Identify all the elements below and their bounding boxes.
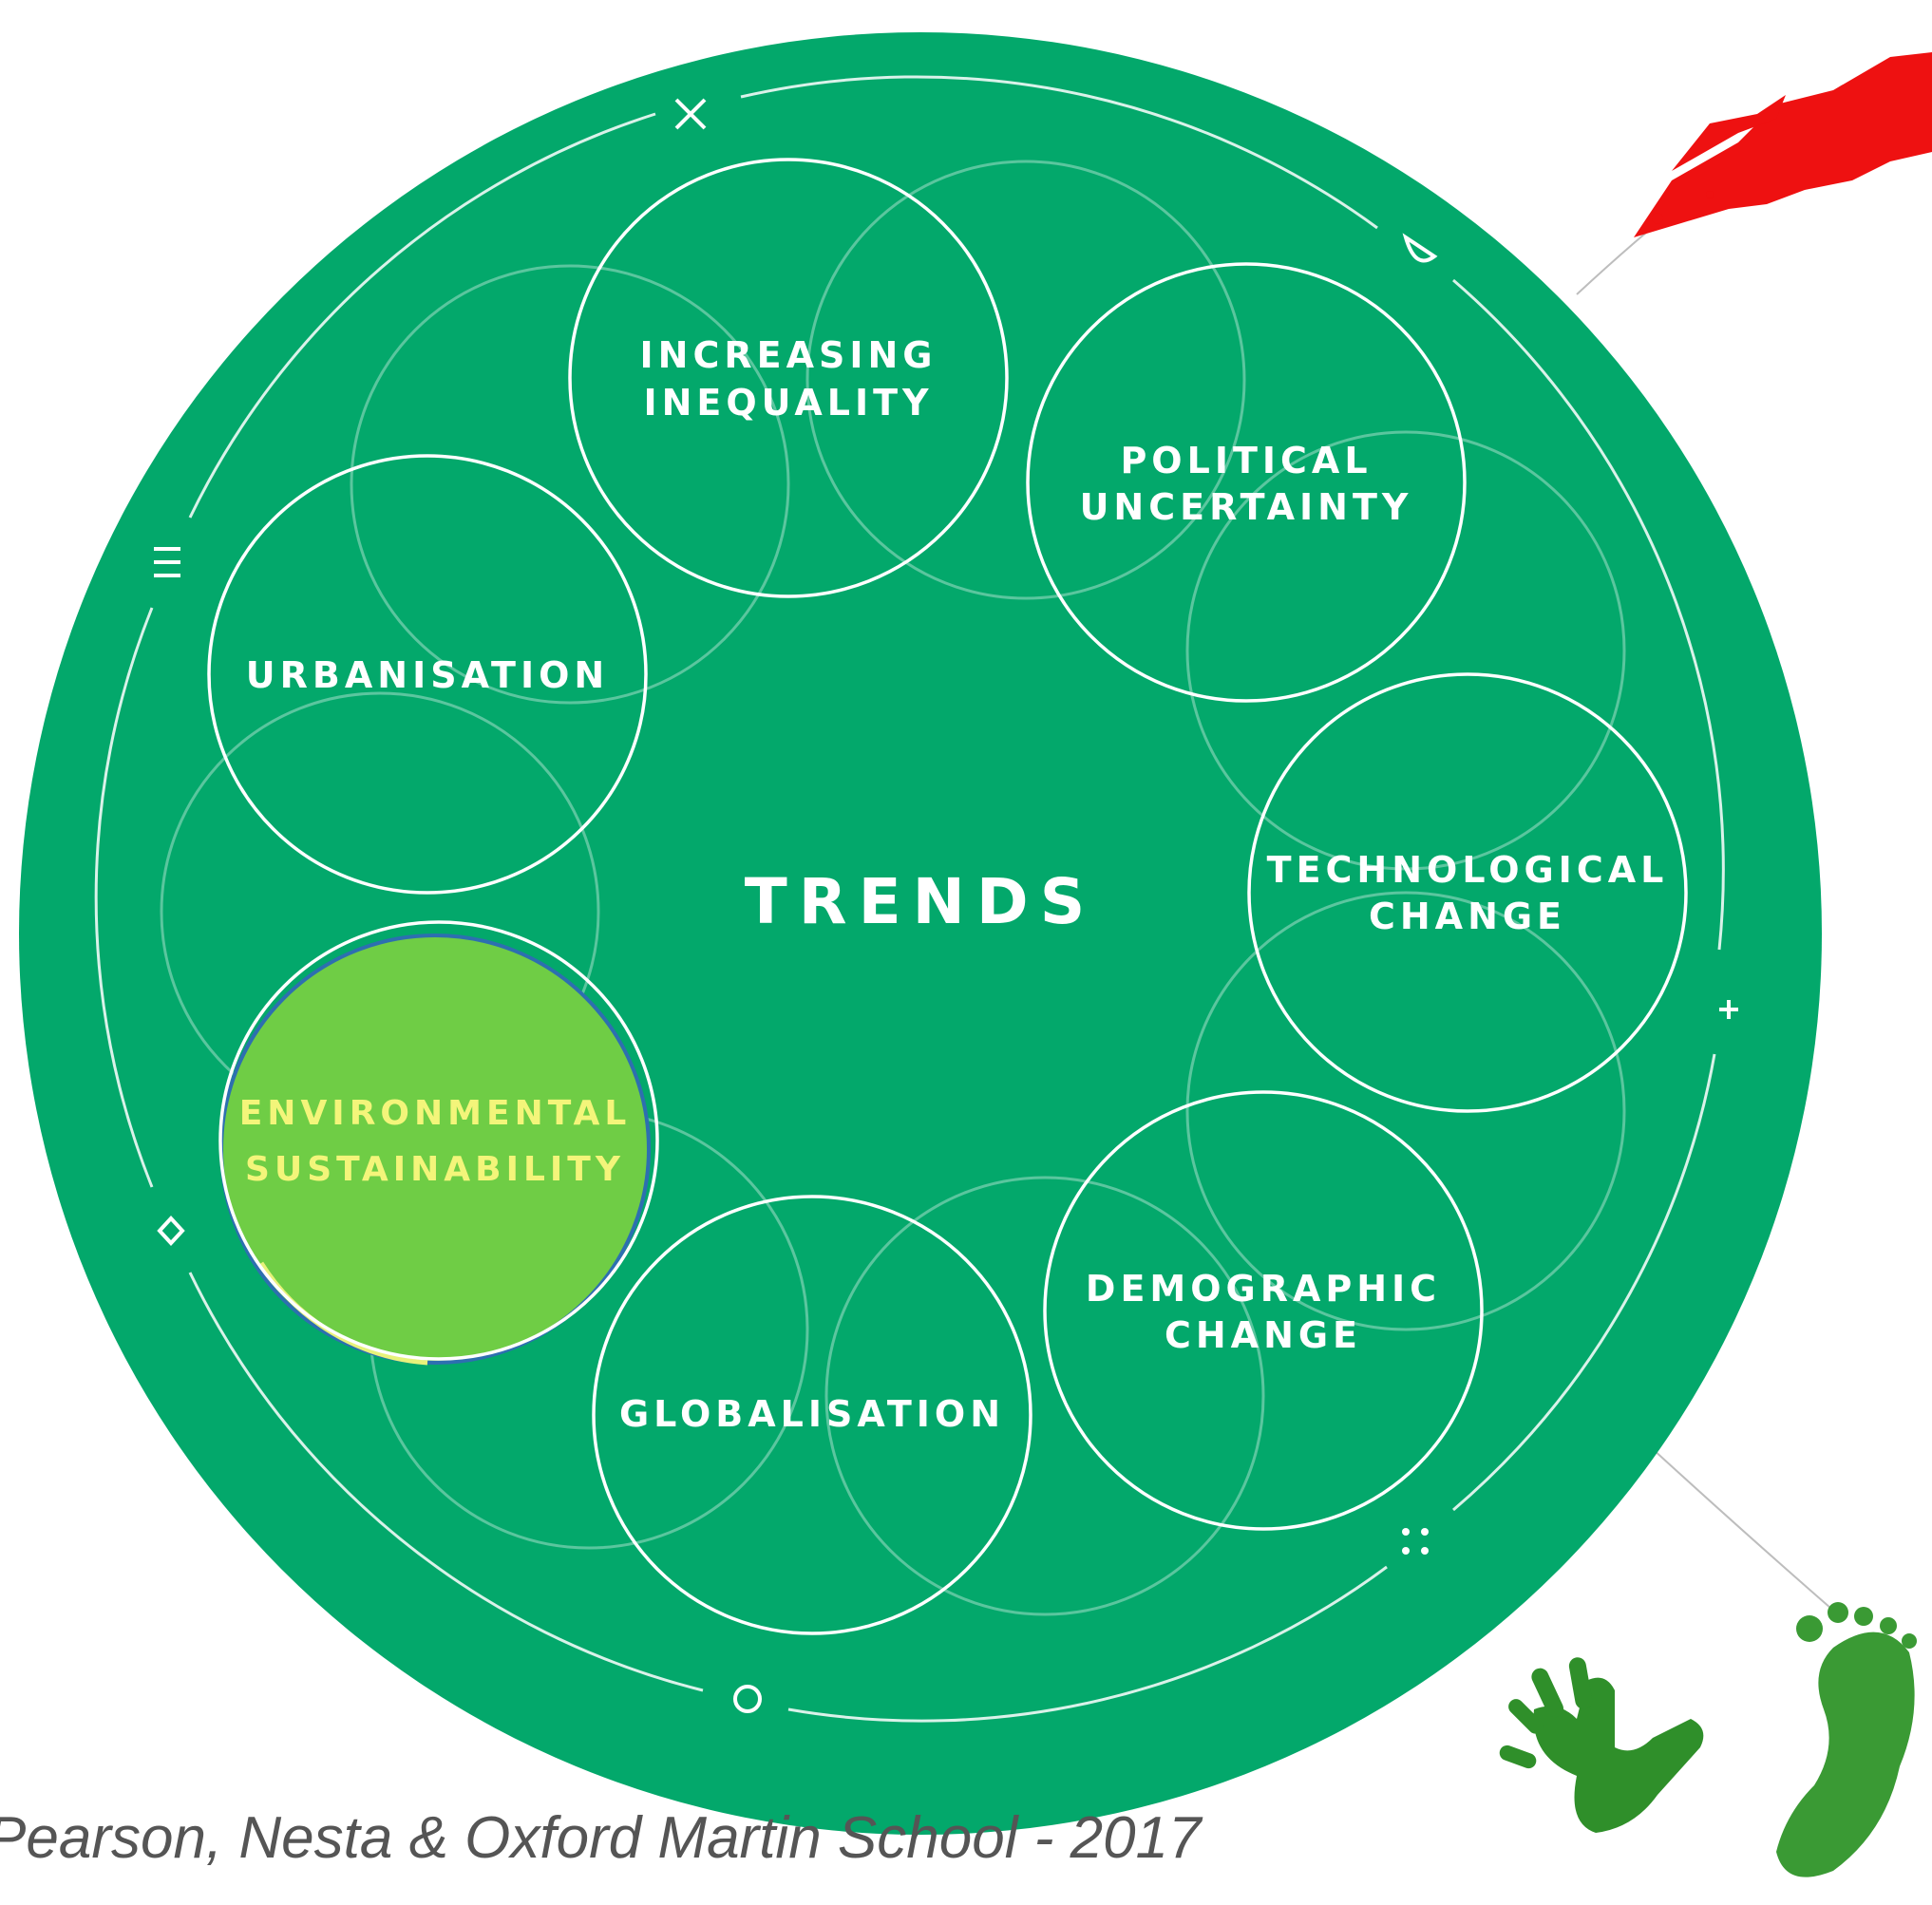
- menu-icon: [154, 547, 180, 577]
- dots-icon: [1402, 1528, 1429, 1555]
- x-icon: [674, 98, 707, 130]
- trend-circle-globalisation[interactable]: [592, 1195, 1032, 1635]
- label-increasing-inequality-line2: INEQUALITY: [643, 382, 933, 424]
- trend-circle-demographic-change[interactable]: [1043, 1090, 1484, 1531]
- footprint-icon: [1776, 1602, 1917, 1877]
- trend-circle-political-uncertainty[interactable]: [1026, 262, 1467, 703]
- label-increasing-inequality-line1: INCREASING: [640, 334, 938, 376]
- d-shape-icon: [1402, 233, 1438, 263]
- handprint-icon: [1499, 1657, 1704, 1833]
- label-environmental-sustainability-line2: SUSTAINABILITY: [245, 1150, 625, 1189]
- label-urbanisation: URBANISATION: [246, 654, 609, 696]
- source-caption: Pearson, Nesta & Oxford Martin School - …: [0, 1805, 1202, 1871]
- trend-circle-environmental-sustainability[interactable]: [218, 920, 659, 1361]
- circle-icon: [733, 1685, 762, 1713]
- faint-circles: [160, 160, 1626, 1616]
- center-title: TRENDS: [745, 865, 1096, 938]
- label-technological-change-line2: CHANGE: [1369, 896, 1566, 937]
- trend-circle-urbanisation[interactable]: [207, 454, 648, 895]
- trend-circle-increasing-inequality[interactable]: [568, 158, 1009, 598]
- label-demographic-change-line2: CHANGE: [1165, 1314, 1362, 1356]
- trend-circle-technological-change[interactable]: [1247, 672, 1688, 1113]
- label-political-uncertainty-line2: UNCERTAINTY: [1080, 486, 1413, 528]
- red-paint-splash-icon: [1634, 52, 1932, 237]
- label-political-uncertainty-line1: POLITICAL: [1120, 440, 1372, 481]
- diamond-icon: [157, 1216, 185, 1246]
- label-globalisation: GLOBALISATION: [619, 1393, 1005, 1435]
- plus-icon: [1719, 1000, 1738, 1019]
- background-disc: [19, 32, 1822, 1835]
- label-demographic-change-line1: DEMOGRAPHIC: [1086, 1268, 1441, 1310]
- highlight-fill-circle: [219, 934, 651, 1365]
- label-environmental-sustainability-line1: ENVIRONMENTAL: [239, 1094, 632, 1133]
- label-technological-change-line1: TECHNOLOGICAL: [1267, 849, 1669, 891]
- outer-ring: [94, 75, 1725, 1723]
